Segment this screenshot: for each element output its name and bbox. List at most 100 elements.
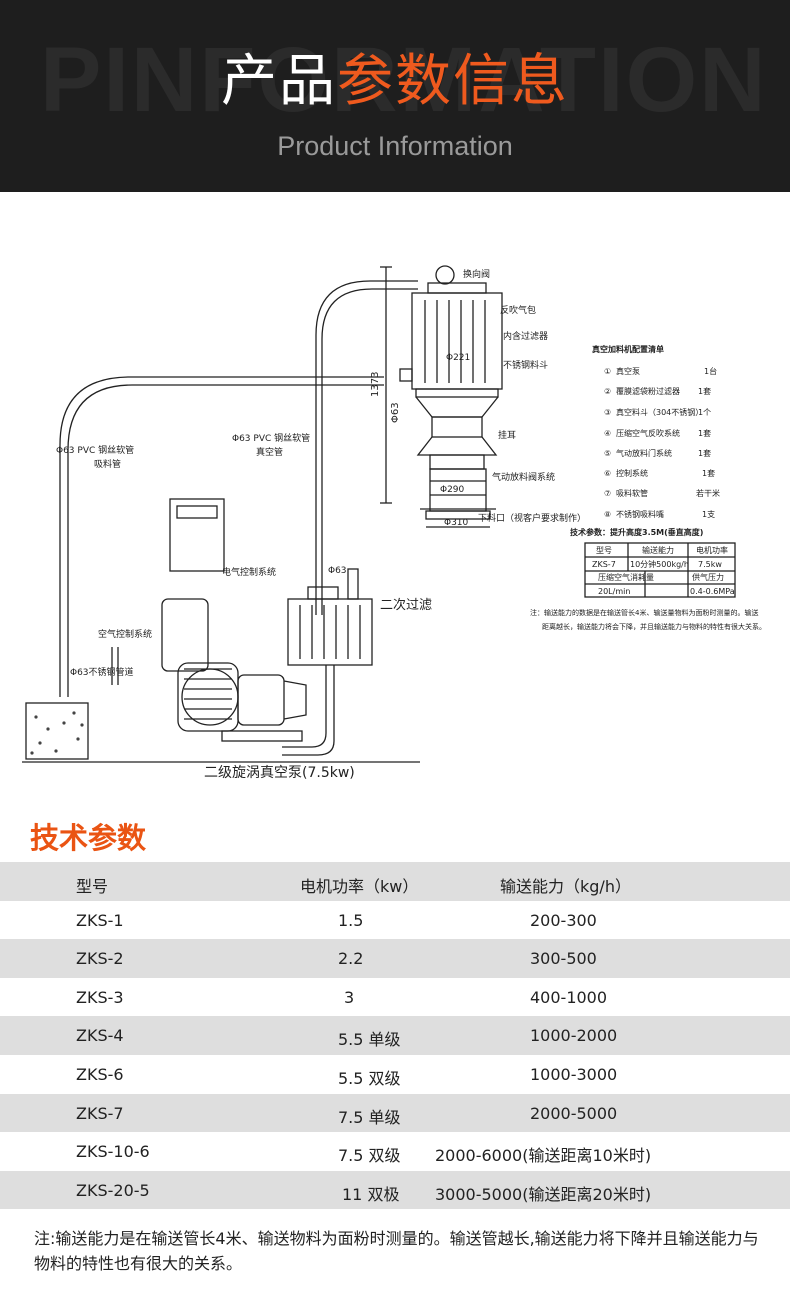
label-dim-290: Φ290 <box>440 485 465 495</box>
cell-model: ZKS-6 <box>76 1064 124 1084</box>
config-name-6: 控制系统 <box>616 468 648 478</box>
config-no-8: ⑧ <box>604 510 611 519</box>
config-title: 真空加料机配置清单 <box>592 344 664 354</box>
cell-model: ZKS-1 <box>76 910 124 930</box>
section-title-specs: 技术参数 <box>30 821 147 855</box>
cell-model: ZKS-4 <box>76 1026 124 1046</box>
config-name-8: 不锈钢吸料嘴 <box>616 509 664 519</box>
cell-power: 2.2 <box>338 949 364 969</box>
mini-h1-model: 型号 <box>596 546 612 555</box>
page-title: 产品参数信息 <box>0 48 790 116</box>
cell-model: ZKS-10-6 <box>76 1142 150 1162</box>
config-name-2: 覆膜滤袋粉过滤器 <box>616 386 680 396</box>
config-no-5: ⑤ <box>604 449 611 458</box>
config-no-3: ③ <box>604 408 611 417</box>
label-filter: 内含过滤器 <box>503 330 548 342</box>
config-qty-6: 1套 <box>702 468 715 478</box>
config-qty-4: 1套 <box>698 428 711 438</box>
header-capacity: 输送能力（kg/h） <box>500 877 631 896</box>
table-row: ZKS-6 5.5 双级 1000-3000 <box>0 1055 790 1094</box>
label-phi63: Φ63 <box>328 566 347 576</box>
config-qty-3: 1个 <box>698 408 711 417</box>
cell-power: 3 <box>344 987 355 1007</box>
cell-capacity: 3000-5000(输送距离20米时) <box>435 1184 652 1204</box>
cell-power: 5.5 双级 <box>338 1068 401 1088</box>
mini-r2-air: 20L/min <box>598 587 630 596</box>
config-no-2: ② <box>604 387 611 396</box>
mini-h2-pressure: 供气压力 <box>692 572 724 582</box>
label-hose-left-2: 吸料管 <box>94 458 121 470</box>
label-pump: 二级旋涡真空泵(7.5kw) <box>204 765 355 781</box>
header-banner: PINFORMATION 产品参数信息 Product Information <box>0 0 790 192</box>
label-dim-1373: 1373 <box>370 372 381 397</box>
label-hose-mid-2: 真空管 <box>256 446 283 458</box>
cell-model: ZKS-20-5 <box>76 1180 150 1200</box>
spec-table: 型号 电机功率（kw） 输送能力（kg/h） ZKS-1 1.5 200-300… <box>0 862 790 1210</box>
footnote: 注:输送能力是在输送管长4米、输送物料为面粉时测量的。输送管越长,输送能力将下降… <box>34 1229 759 1273</box>
label-outlet: 下料口（视客户要求制作） <box>478 512 586 524</box>
header-power: 电机功率（kw） <box>300 877 419 896</box>
config-name-7: 吸料软管 <box>616 488 648 498</box>
label-dim-221: Φ221 <box>446 353 470 363</box>
mini-h1-power: 电机功率 <box>696 545 728 555</box>
cell-capacity: 2000-5000 <box>530 1103 618 1123</box>
table-row: ZKS-7 7.5 单级 2000-5000 <box>0 1093 790 1133</box>
config-qty-1: 1台 <box>704 366 717 376</box>
label-air-pack: 反吹气包 <box>500 304 536 316</box>
cell-power: 11 双极 <box>342 1184 400 1204</box>
cell-model: ZKS-3 <box>76 987 124 1007</box>
table-row: ZKS-10-6 7.5 双级 2000-6000(输送距离10米时) <box>0 1132 790 1171</box>
config-qty-8: 1支 <box>702 509 715 519</box>
cell-power: 5.5 单级 <box>338 1030 401 1050</box>
table-row: ZKS-2 2.2 300-500 <box>0 939 790 978</box>
config-name-3: 真空料斗（304不锈钢） <box>616 407 703 417</box>
config-qty-2: 1套 <box>698 386 711 396</box>
page-subtitle: Product Information <box>277 131 513 161</box>
cell-power: 1.5 <box>338 910 364 930</box>
label-dim-310: Φ310 <box>444 518 469 528</box>
mini-r2-pressure: 0.4-0.6MPa <box>690 587 735 596</box>
tech-title: 技术参数：提升高度3.5M(垂直高度) <box>570 527 703 537</box>
title-white-part: 产品 <box>221 49 337 114</box>
cell-power: 7.5 单级 <box>338 1107 401 1127</box>
table-row: ZKS-3 3 400-1000 <box>0 978 790 1017</box>
label-dim-phi63: Φ63 <box>390 402 401 423</box>
label-lug: 挂耳 <box>498 429 516 441</box>
header-watermark: PINFORMATION <box>40 29 768 131</box>
label-hopper: 不锈钢料斗 <box>503 359 548 371</box>
config-no-1: ① <box>604 367 611 376</box>
config-qty-7: 若干米 <box>696 488 720 498</box>
equipment-diagram: 换向阀 反吹气包 内含过滤器 不锈钢料斗 挂耳 气动放料阀系统 下料口（视客户要… <box>22 265 766 781</box>
mini-h2-air: 压缩空气消耗量 <box>598 572 654 582</box>
config-no-4: ④ <box>604 429 611 438</box>
cell-capacity: 1000-3000 <box>530 1064 618 1084</box>
cell-model: ZKS-2 <box>76 949 124 969</box>
mini-note-2: 距离越长，输送能力将会下降，并且输送能力与物料的特性有很大关系。 <box>542 622 766 631</box>
table-row: ZKS-20-5 11 双极 3000-5000(输送距离20米时) <box>0 1170 790 1210</box>
mini-r1-model: ZKS-7 <box>592 560 616 569</box>
mini-r1-power: 7.5kw <box>698 560 722 569</box>
config-qty-5: 1套 <box>698 448 711 458</box>
title-orange-part: 参数信息 <box>337 49 569 114</box>
label-secondary-filter: 二次过滤 <box>380 597 432 613</box>
cell-capacity: 1000-2000 <box>530 1026 618 1046</box>
mini-note-1: 注：输送能力的数据是在输送管长4米、输送量物料为面粉时测量的。输送 <box>530 608 758 617</box>
label-hose-mid: Φ63 PVC 钢丝软管 <box>232 432 310 444</box>
config-no-6: ⑥ <box>604 469 611 478</box>
header-model: 型号 <box>76 877 109 896</box>
cell-capacity: 400-1000 <box>530 987 608 1007</box>
cell-capacity: 200-300 <box>530 910 597 930</box>
config-name-4: 压缩空气反吹系统 <box>616 428 680 438</box>
cell-capacity: 2000-6000(输送距离10米时) <box>435 1146 652 1166</box>
label-control-box: 电气控制系统 <box>222 566 276 578</box>
cell-power: 7.5 双级 <box>338 1146 401 1166</box>
label-air-control: 空气控制系统 <box>98 628 152 640</box>
mini-r1-capacity: 10分钟500kg/h <box>630 559 689 569</box>
table-row: ZKS-1 1.5 200-300 <box>0 901 790 940</box>
config-name-5: 气动放料门系统 <box>616 448 672 458</box>
label-ss-pipe: Φ63不锈钢管道 <box>70 666 134 678</box>
mini-h1-capacity: 输送能力 <box>642 545 674 555</box>
table-header-row: 型号 电机功率（kw） 输送能力（kg/h） <box>0 862 790 901</box>
label-valve: 换向阀 <box>463 268 490 280</box>
label-hose-left: Φ63 PVC 钢丝软管 <box>56 444 134 456</box>
